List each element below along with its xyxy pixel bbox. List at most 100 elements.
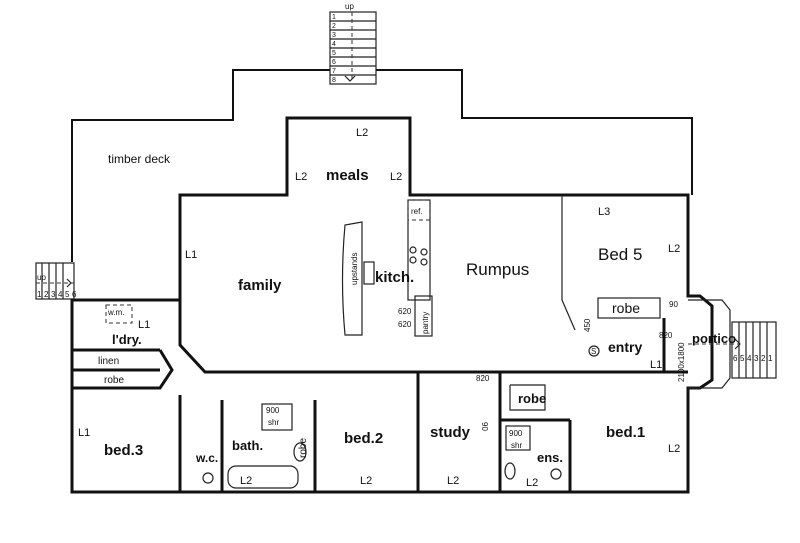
room-label: w.c. [195, 451, 218, 465]
room-label: meals [326, 167, 369, 184]
top-stairs: up 1 2 3 4 5 6 7 8 [329, 2, 377, 85]
room-label: robe [104, 375, 124, 386]
dimension-label: 450 [583, 318, 592, 332]
room-label: w.m. [107, 308, 124, 317]
room-label: upstands [350, 253, 359, 285]
kitchen-island [341, 221, 363, 336]
dimension-label: shr [268, 418, 279, 427]
room-label: bed.2 [344, 430, 383, 447]
left-stairs: up 1 2 3 4 5 6 [35, 262, 77, 300]
basin-icon [293, 442, 307, 462]
sink-icon [363, 261, 375, 285]
level-label: L2 [356, 127, 368, 139]
shower-bath [261, 403, 293, 431]
level-label: L2 [360, 475, 372, 487]
basin-icon [504, 462, 516, 480]
washing-machine [105, 304, 133, 324]
pantry-box [414, 295, 433, 337]
room-label: Rumpus [466, 260, 529, 279]
room-label: pantry [421, 312, 430, 334]
dimension-label: 90 [669, 300, 678, 309]
smoke-detector-label: S [591, 347, 596, 356]
step-number: 6 [72, 290, 77, 299]
level-label: L1 [78, 427, 90, 439]
dimension-label: 900 [509, 429, 523, 438]
fridge-space [407, 199, 431, 221]
room-label: portico [692, 331, 736, 346]
room-label: family [238, 277, 282, 294]
level-label: L3 [598, 206, 610, 218]
smoke-detector-icon [588, 345, 600, 357]
stairs-up-label: up [345, 2, 354, 11]
level-label: L1 [138, 319, 150, 331]
dimension-label: 620 [398, 307, 412, 316]
portico-arrow [734, 338, 741, 350]
room-label: robe [612, 300, 640, 316]
step-number: 1 [332, 14, 336, 21]
step-number: 5 [65, 290, 70, 299]
robe-bed1-box [509, 384, 546, 411]
step-number: 2 [761, 354, 766, 363]
deck-outline-right [376, 69, 693, 195]
room-label: l'dry. [112, 332, 142, 347]
room-label: bed.3 [104, 442, 143, 459]
level-label: L1 [650, 359, 662, 371]
room-label: Bed 5 [598, 245, 642, 264]
room-label: bed.1 [606, 424, 645, 441]
bathtub [227, 465, 299, 489]
toilet-icon [202, 472, 214, 484]
step-number: 2 [44, 290, 49, 299]
family-wall [178, 300, 418, 374]
step-number: 4 [332, 41, 336, 48]
dimension-label: 90 [480, 422, 489, 431]
toilet-icon [550, 468, 562, 480]
robe-hall-wall-2 [72, 349, 174, 390]
step-number: 3 [51, 290, 56, 299]
step-number: 6 [332, 59, 336, 66]
deck-outline [71, 69, 330, 262]
step-number: 3 [754, 354, 759, 363]
level-label: L2 [240, 475, 252, 487]
dimension-label: 2100x1800 [677, 342, 686, 382]
dimension-label: 900 [266, 406, 280, 415]
level-label: L2 [390, 171, 402, 183]
level-label: L2 [295, 171, 307, 183]
step-number: 6 [733, 354, 738, 363]
cooktop-icon [409, 246, 417, 254]
room-label: robe [518, 391, 546, 406]
stairs-up-label: up [37, 273, 46, 282]
level-label: L2 [668, 443, 680, 455]
level-label: L2 [447, 475, 459, 487]
step-number: 4 [747, 354, 752, 363]
dimension-label: 820 [476, 374, 490, 383]
bed5-wall [561, 195, 576, 331]
level-label: L2 [668, 243, 680, 255]
dimension-label: 620 [398, 320, 412, 329]
step-number: 1 [768, 354, 773, 363]
step-number: 4 [58, 290, 63, 299]
right-stairs: 6 5 4 3 2 1 [731, 321, 777, 379]
room-label: ens. [537, 450, 563, 465]
robe-bed5-box [597, 297, 661, 319]
room-label: timber deck [108, 152, 171, 166]
step-number: 5 [740, 354, 745, 363]
step-number: 1 [37, 290, 42, 299]
room-label: robe [298, 438, 309, 458]
step-number: 7 [332, 68, 336, 75]
room-label: entry [608, 339, 642, 355]
level-label: L1 [185, 249, 197, 261]
room-label: linen [98, 356, 119, 367]
level-label: L2 [526, 477, 538, 489]
step-number: 5 [332, 50, 336, 57]
step-number: 3 [332, 32, 336, 39]
step-number: 8 [332, 77, 336, 84]
dimension-label: 820 [659, 331, 673, 340]
room-label: study [430, 424, 471, 441]
dimension-label: shr [511, 441, 522, 450]
shower-ens [505, 425, 531, 451]
exterior-wall [70, 116, 714, 494]
step-number: 2 [332, 23, 336, 30]
room-label: bath. [232, 438, 263, 453]
room-label: kitch. [375, 269, 414, 286]
